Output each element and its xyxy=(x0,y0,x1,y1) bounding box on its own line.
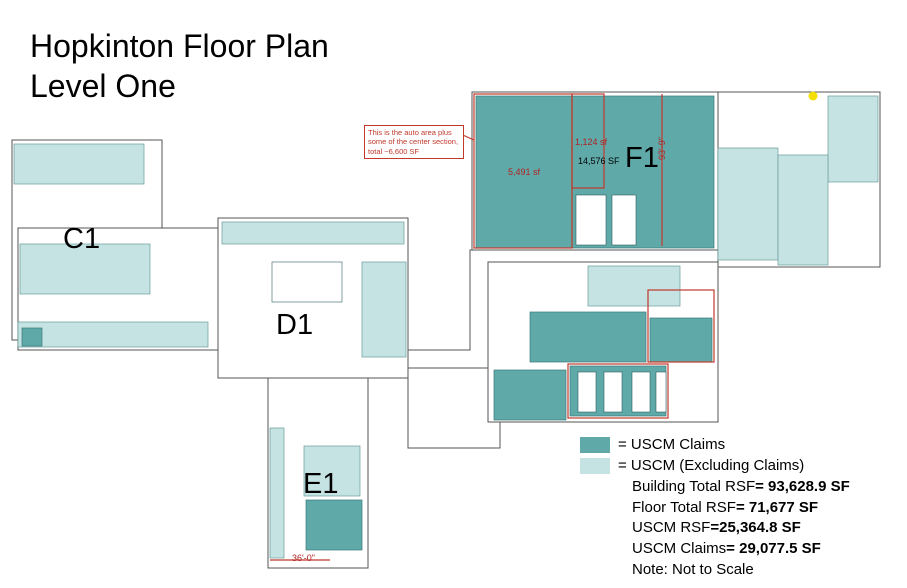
excl-f1-right xyxy=(717,147,779,261)
stat-value: = 71,677 SF xyxy=(735,499,819,516)
desk-row xyxy=(631,371,651,413)
stat-label: Floor Total RSF xyxy=(632,499,736,516)
stat-value: = 93,628.9 SF xyxy=(755,478,850,495)
stat-floor-total: Floor Total RSF= 71,677 SF xyxy=(632,499,818,516)
zone-label-c1: C1 xyxy=(63,223,101,255)
area-label-f1-total: 14,576 SF xyxy=(578,156,620,166)
cafeteria-outline xyxy=(407,367,501,449)
excl-south-1 xyxy=(587,265,681,307)
stat-building-total: Building Total RSF= 93,628.9 SF xyxy=(632,478,850,495)
auto-area-note: This is the auto area plus some of the c… xyxy=(364,125,464,160)
claims-south-4 xyxy=(649,317,713,363)
area-label-center: 1,124 sf xyxy=(575,137,608,147)
legend-label-claims: = USCM Claims xyxy=(618,436,726,453)
excl-e1-side xyxy=(269,427,285,559)
legend-claims: = USCM Claims xyxy=(580,436,725,453)
claims-south-1 xyxy=(529,311,647,363)
excl-c1-top xyxy=(13,143,145,185)
legend-swatch-claims xyxy=(580,436,610,453)
stat-label: USCM RSF xyxy=(632,519,711,536)
area-label-auto: 5,491 sf xyxy=(508,167,541,177)
legend-label-excluding: = USCM (Excluding Claims) xyxy=(618,457,805,474)
legend-excluding: = USCM (Excluding Claims) xyxy=(580,457,804,474)
claims-c1 xyxy=(21,327,43,347)
claims-south-2 xyxy=(493,369,567,421)
conference-table xyxy=(271,261,343,303)
f1-dimension: 93'-9" xyxy=(657,137,667,160)
page-title: Hopkinton Floor Plan xyxy=(30,28,329,64)
stat-uscm-rsf: USCM RSF=25,364.8 SF xyxy=(632,519,801,536)
desk-row xyxy=(655,371,667,413)
corridor xyxy=(408,249,488,351)
page-subtitle: Level One xyxy=(30,68,176,104)
stat-label: Building Total RSF xyxy=(632,478,756,495)
excl-d1-right xyxy=(361,261,407,358)
excl-east-mid xyxy=(777,154,829,266)
excl-c1-mid xyxy=(19,243,151,295)
excl-e1-block xyxy=(303,445,361,497)
zone-label-f1: F1 xyxy=(625,142,659,174)
excl-d1-top xyxy=(221,221,405,245)
south-highlight-1 xyxy=(567,363,669,419)
zone-label-e1: E1 xyxy=(303,468,339,500)
desk-row xyxy=(611,194,637,246)
e1-dimension: 36'-0" xyxy=(292,553,315,563)
desk-row xyxy=(577,371,597,413)
stat-value: =25,364.8 SF xyxy=(710,519,801,536)
excl-c1-bot xyxy=(17,321,209,348)
stat-uscm-claims: USCM Claims= 29,077.5 SF xyxy=(632,540,821,557)
legend-swatch-excluding xyxy=(580,457,610,474)
claims-e1 xyxy=(305,499,363,551)
scale-note: Note: Not to Scale xyxy=(632,561,754,578)
stat-value: = 29,077.5 SF xyxy=(726,540,821,557)
location-marker xyxy=(808,91,818,101)
desk-row xyxy=(575,194,607,246)
stat-label: USCM Claims xyxy=(632,540,727,557)
south-highlight-2 xyxy=(647,289,715,363)
excl-east-top xyxy=(827,95,879,183)
desk-row xyxy=(603,371,623,413)
zone-label-d1: D1 xyxy=(276,309,314,341)
center-section-outline xyxy=(571,93,605,189)
